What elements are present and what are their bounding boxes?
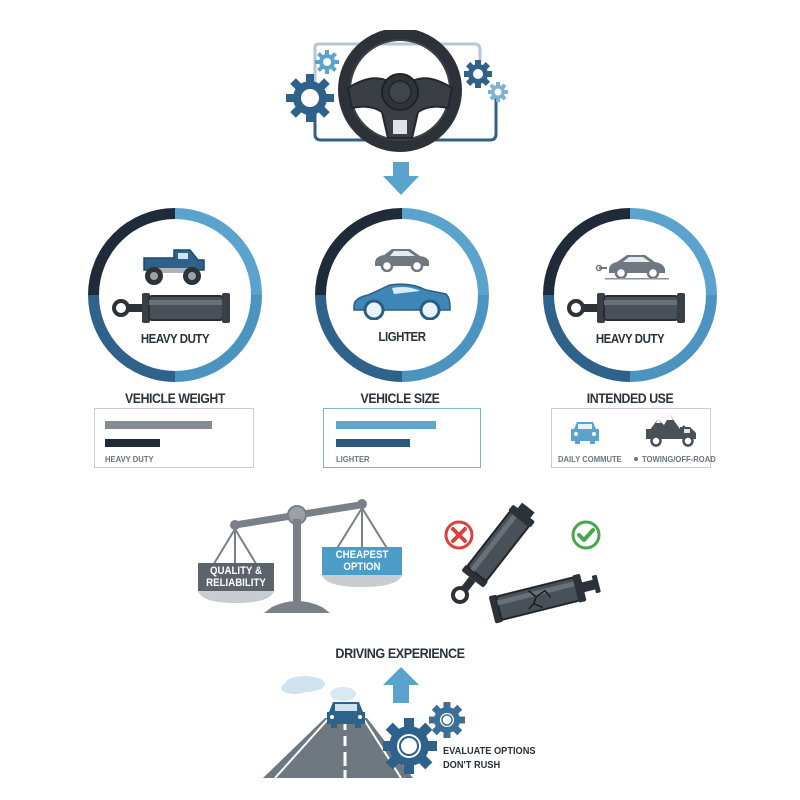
towing-car-icon [595, 255, 669, 280]
evaluate-options-text: EVALUATE OPTIONS [443, 745, 536, 757]
option-daily-commute: DAILY COMMUTE [558, 454, 622, 464]
steering-wheel-with-gears-icon [286, 28, 508, 152]
monster-truck-icon [143, 249, 205, 285]
dont-rush-text: DON'T RUSH [443, 759, 501, 771]
road-scene [255, 670, 415, 785]
factor-vehicle-size: LIGHTER [315, 208, 489, 382]
box-label: LIGHTER [336, 454, 370, 464]
steering-wheel-graphic [280, 28, 520, 160]
title-intended-use: INTENDED USE [586, 390, 674, 406]
bullet-dot [634, 457, 638, 461]
size-info-box: LIGHTER [323, 408, 481, 468]
ring-label: HEAVY DUTY [595, 331, 665, 346]
option-towing-off-road: TOWING/OFF-ROAD [642, 454, 716, 464]
scale-right-label: CHEAPEST OPTION [335, 549, 389, 573]
factor-vehicle-weight: HEAVY DUTY [88, 208, 262, 382]
gears-icon [381, 700, 473, 780]
bar-secondary [105, 439, 160, 447]
car-front-icon [571, 422, 599, 444]
check-circle-icon [571, 520, 601, 550]
driving-experience-title: DRIVING EXPERIENCE [335, 645, 465, 661]
x-circle-icon [444, 520, 474, 550]
truck-mountains-icon [646, 415, 696, 447]
road-with-car-icon [263, 676, 413, 779]
ring-label: HEAVY DUTY [140, 331, 210, 346]
arrow-down-icon [381, 162, 421, 196]
weight-info-box: HEAVY DUTY [94, 408, 254, 468]
sports-car-icon [353, 283, 451, 320]
use-info-box: DAILY COMMUTE TOWING/OFF-ROAD [551, 408, 716, 468]
scale-left-label: QUALITY & RELIABILITY [206, 565, 266, 589]
bar-secondary [336, 439, 410, 447]
shock-comparison [430, 500, 610, 630]
box-label: HEAVY DUTY [105, 454, 154, 464]
bar-primary [105, 421, 212, 429]
shock-absorber-icon [112, 293, 230, 323]
balance-scale: QUALITY & RELIABILITY CHEAPEST OPTION [180, 495, 420, 620]
balance-scale-icon [198, 499, 402, 613]
factor-intended-use: HEAVY DUTY [543, 208, 717, 382]
shock-absorbers-comparison-icon [451, 502, 601, 624]
small-car-icon [375, 249, 429, 272]
bar-primary [336, 421, 436, 429]
title-vehicle-weight: VEHICLE WEIGHT [125, 390, 225, 406]
shock-absorber-icon [567, 293, 685, 323]
arrow-up-icon [381, 667, 421, 703]
ring-label: LIGHTER [378, 329, 426, 344]
title-vehicle-size: VEHICLE SIZE [360, 390, 440, 406]
